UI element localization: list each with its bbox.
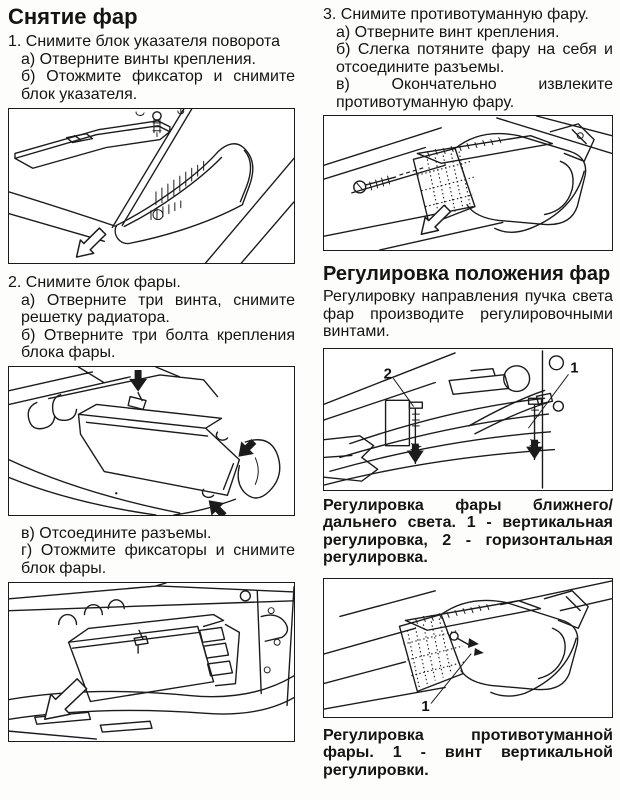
horizontal-adjust-screw-icon [406, 401, 424, 464]
headlight-adjustment-drawing: 2 1 [324, 349, 579, 489]
fog-adjustment-drawing: 1 [324, 579, 612, 715]
figure-turn-signal-removal [8, 108, 295, 264]
bolt-arrow-top-icon [129, 369, 148, 392]
adjustment-intro-text: Регулировку направления пучка света фар … [323, 288, 613, 340]
removal-direction-arrow-icon [420, 204, 452, 235]
bolt-arrow-bottom-icon [208, 499, 227, 515]
step-3a-text: а) Отверните винт крепления. [336, 23, 560, 41]
fog-lamp-drawing [324, 116, 612, 250]
right-column: 3. Снимите противотуманную фару. а) Отве… [323, 4, 613, 800]
step-3-text: 3. Снимите противотуманную фару. [323, 6, 589, 23]
step-2-text: 2. Снимите блок фары. [8, 274, 181, 291]
figure-headlight-removal [8, 582, 295, 742]
step-3v-text: в) Окончательно извлеките противотуманну… [336, 76, 613, 111]
step-2v-text: в) Отсоедините разъемы. [21, 524, 212, 542]
step-2a-text: а) Отверните три винта, снимите решетку … [21, 291, 295, 327]
removal-direction-arrow-icon [75, 227, 107, 258]
step-3b-text: б) Слегка потяните фару на себя и отсоед… [336, 41, 613, 76]
figure-fog-adjustment: 1 [323, 577, 613, 718]
figure-headlight-adjustment: 2 1 [323, 347, 613, 491]
step-2g-text: г) Отожмите фиксаторы и снимите блок фар… [21, 542, 295, 577]
turn-signal-drawing [9, 109, 294, 263]
caption-fog-adjustment: Регулировка противотуманной фары. 1 - ви… [323, 726, 613, 779]
figure-label-fog-vertical: 1 [421, 699, 429, 715]
step-1a-text: а) Отверните винты крепления. [21, 50, 256, 68]
caption-headlight-adjustment: Регулировка фары ближнего/дальнего света… [323, 496, 613, 567]
screw-icon [152, 111, 162, 138]
vertical-adjust-screw-icon [526, 397, 543, 460]
screw-icon [353, 166, 426, 194]
figure-fog-lamp-removal [323, 115, 613, 251]
figure-label-vertical: 1 [570, 360, 578, 376]
bolt-arrow-right-icon [238, 438, 257, 457]
headlight-removal-drawing [9, 583, 294, 740]
removal-direction-arrow-icon [44, 678, 88, 721]
section-title-removal: Снятие фар [8, 4, 138, 29]
step-1b-text: б) Отожмите фиксатор и снимите блок указ… [21, 68, 295, 103]
left-column: Снятие фар 1. Снимите блок указателя пов… [8, 4, 295, 800]
step-1-text: 1. Снимите блок указателя поворота [8, 33, 281, 50]
figure-label-horizontal: 2 [384, 366, 392, 382]
step-2b-text: б) Отверните три болта крепления блока ф… [21, 326, 295, 362]
figure-headlight-bolts [8, 365, 295, 516]
headlight-bolts-drawing [9, 366, 281, 515]
section-title-adjustment: Регулировка положения фар [323, 263, 611, 285]
fog-vertical-adjust-screw-icon [449, 631, 484, 656]
